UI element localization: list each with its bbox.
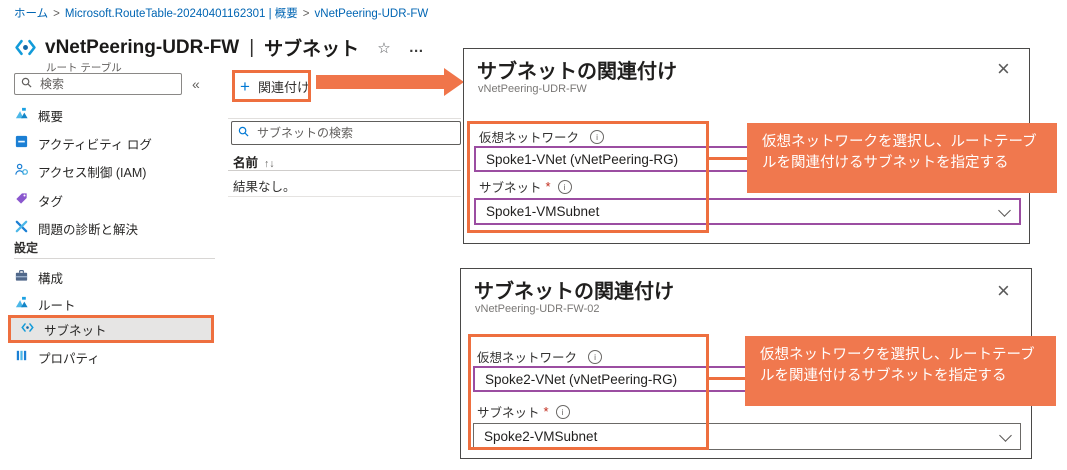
callout-connector (709, 157, 747, 160)
sidebar-item-label: タグ (38, 194, 64, 209)
associate-button[interactable]: + 関連付け (240, 77, 310, 96)
info-icon: i (557, 179, 572, 194)
sidebar-search[interactable] (14, 73, 182, 95)
access-control-icon (14, 162, 29, 180)
favorite-star-icon[interactable]: ☆ (377, 39, 391, 57)
dialog-subtitle: vNetPeering-UDR-FW-02 (475, 303, 600, 315)
page-title-separator: | (249, 36, 255, 58)
subnet-item-highlight (8, 315, 214, 343)
page-title-blade: サブネット (264, 39, 360, 60)
subnet-label: サブネット*i (479, 177, 572, 196)
subnet-search-input[interactable] (255, 125, 454, 141)
sort-icons: ↑↓ (264, 158, 275, 170)
breadcrumb-separator: > (53, 8, 60, 20)
annotation-callout: 仮想ネットワークを選択し、ルートテーブルを関連付けるサブネットを指定する (747, 123, 1057, 193)
sidebar-item-label: 問題の診断と解決 (38, 222, 139, 237)
page-title: vNetPeering-UDR-FW | サブネット ☆ … (45, 34, 425, 61)
activity-log-icon (14, 134, 29, 152)
annotation-callout: 仮想ネットワークを選択し、ルートテーブルを関連付けるサブネットを指定する (745, 336, 1056, 406)
close-icon[interactable]: × (997, 56, 1010, 81)
plus-icon: + (240, 77, 250, 96)
annotation-arrow-head (444, 68, 464, 96)
subnet-select[interactable]: Spoke1-VMSubnet (474, 198, 1021, 225)
sidebar-item-label: アクティビティ ログ (38, 137, 152, 152)
sidebar-item-activity-log[interactable]: アクティビティ ログ (5, 129, 217, 157)
sidebar-item-tags[interactable]: タグ (5, 186, 217, 214)
sidebar-collapse-icon[interactable]: « (192, 76, 200, 92)
info-icon: i (555, 404, 570, 419)
sidebar-item-label: アクセス制御 (IAM) (38, 165, 147, 180)
sidebar-item-label: プロパティ (38, 351, 100, 366)
resource-type-subtitle: ルート テーブル (46, 62, 122, 74)
sidebar-section-settings: 設定 (14, 241, 39, 255)
routes-icon (14, 295, 29, 313)
more-options-icon[interactable]: … (408, 39, 425, 56)
chevron-down-icon (999, 428, 1012, 442)
breadcrumb-routetable-overview[interactable]: Microsoft.RouteTable-20240401162301 | 概要 (64, 8, 298, 20)
tag-icon (14, 191, 29, 209)
search-icon (238, 124, 249, 142)
sidebar-item-diagnose[interactable]: 問題の診断と解決 (5, 214, 217, 242)
sidebar-search-input[interactable] (38, 76, 175, 92)
subnet-label: サブネット*i (477, 402, 570, 421)
dialog-title: サブネットの関連付け (474, 281, 674, 303)
table-column-name[interactable]: 名前↑↓ (233, 156, 275, 170)
sidebar-item-label: ルート (38, 298, 76, 313)
breadcrumb-current[interactable]: vNetPeering-UDR-FW (314, 8, 429, 20)
page-title-resource: vNetPeering-UDR-FW (45, 36, 240, 58)
info-icon: i (590, 129, 605, 144)
dialog-subtitle: vNetPeering-UDR-FW (478, 83, 587, 95)
dialog-title: サブネットの関連付け (477, 61, 677, 83)
sidebar-item-properties[interactable]: プロパティ (5, 343, 217, 371)
table-bottom-divider (228, 196, 461, 197)
associate-button-label: 関連付け (257, 80, 310, 95)
diagnose-tools-icon (14, 219, 29, 237)
overview-icon (14, 106, 29, 124)
callout-connector (709, 377, 745, 380)
table-header-divider (228, 170, 461, 171)
breadcrumb-separator: > (302, 8, 310, 20)
subnets-icon (20, 320, 35, 338)
properties-icon (14, 348, 29, 366)
close-icon[interactable]: × (997, 278, 1010, 303)
table-empty-message: 結果なし。 (233, 180, 296, 194)
route-table-icon (14, 36, 37, 64)
search-icon (21, 75, 32, 93)
commandbar-divider (228, 118, 461, 119)
sidebar-item-label: 構成 (38, 271, 64, 286)
sidebar-item-overview[interactable]: 概要 (5, 101, 217, 129)
sidebar-divider (14, 258, 215, 259)
sidebar-item-configuration[interactable]: 構成 (5, 263, 217, 291)
subnet-search[interactable] (231, 121, 461, 145)
breadcrumb: ホーム > Microsoft.RouteTable-20240401162301 … (14, 5, 428, 21)
sidebar-item-subnets[interactable]: サブネット (11, 315, 211, 343)
configuration-icon (14, 268, 29, 286)
annotation-arrow-shaft (316, 75, 446, 89)
sidebar-item-routes[interactable]: ルート (5, 290, 217, 318)
sidebar-item-label: 概要 (38, 109, 64, 124)
breadcrumb-home[interactable]: ホーム (14, 8, 49, 20)
subnet-select[interactable]: Spoke2-VMSubnet (473, 423, 1021, 450)
info-icon: i (588, 349, 603, 364)
sidebar-item-label: サブネット (44, 323, 107, 338)
sidebar-item-access-control[interactable]: アクセス制御 (IAM) (5, 157, 217, 185)
chevron-down-icon (998, 203, 1011, 217)
